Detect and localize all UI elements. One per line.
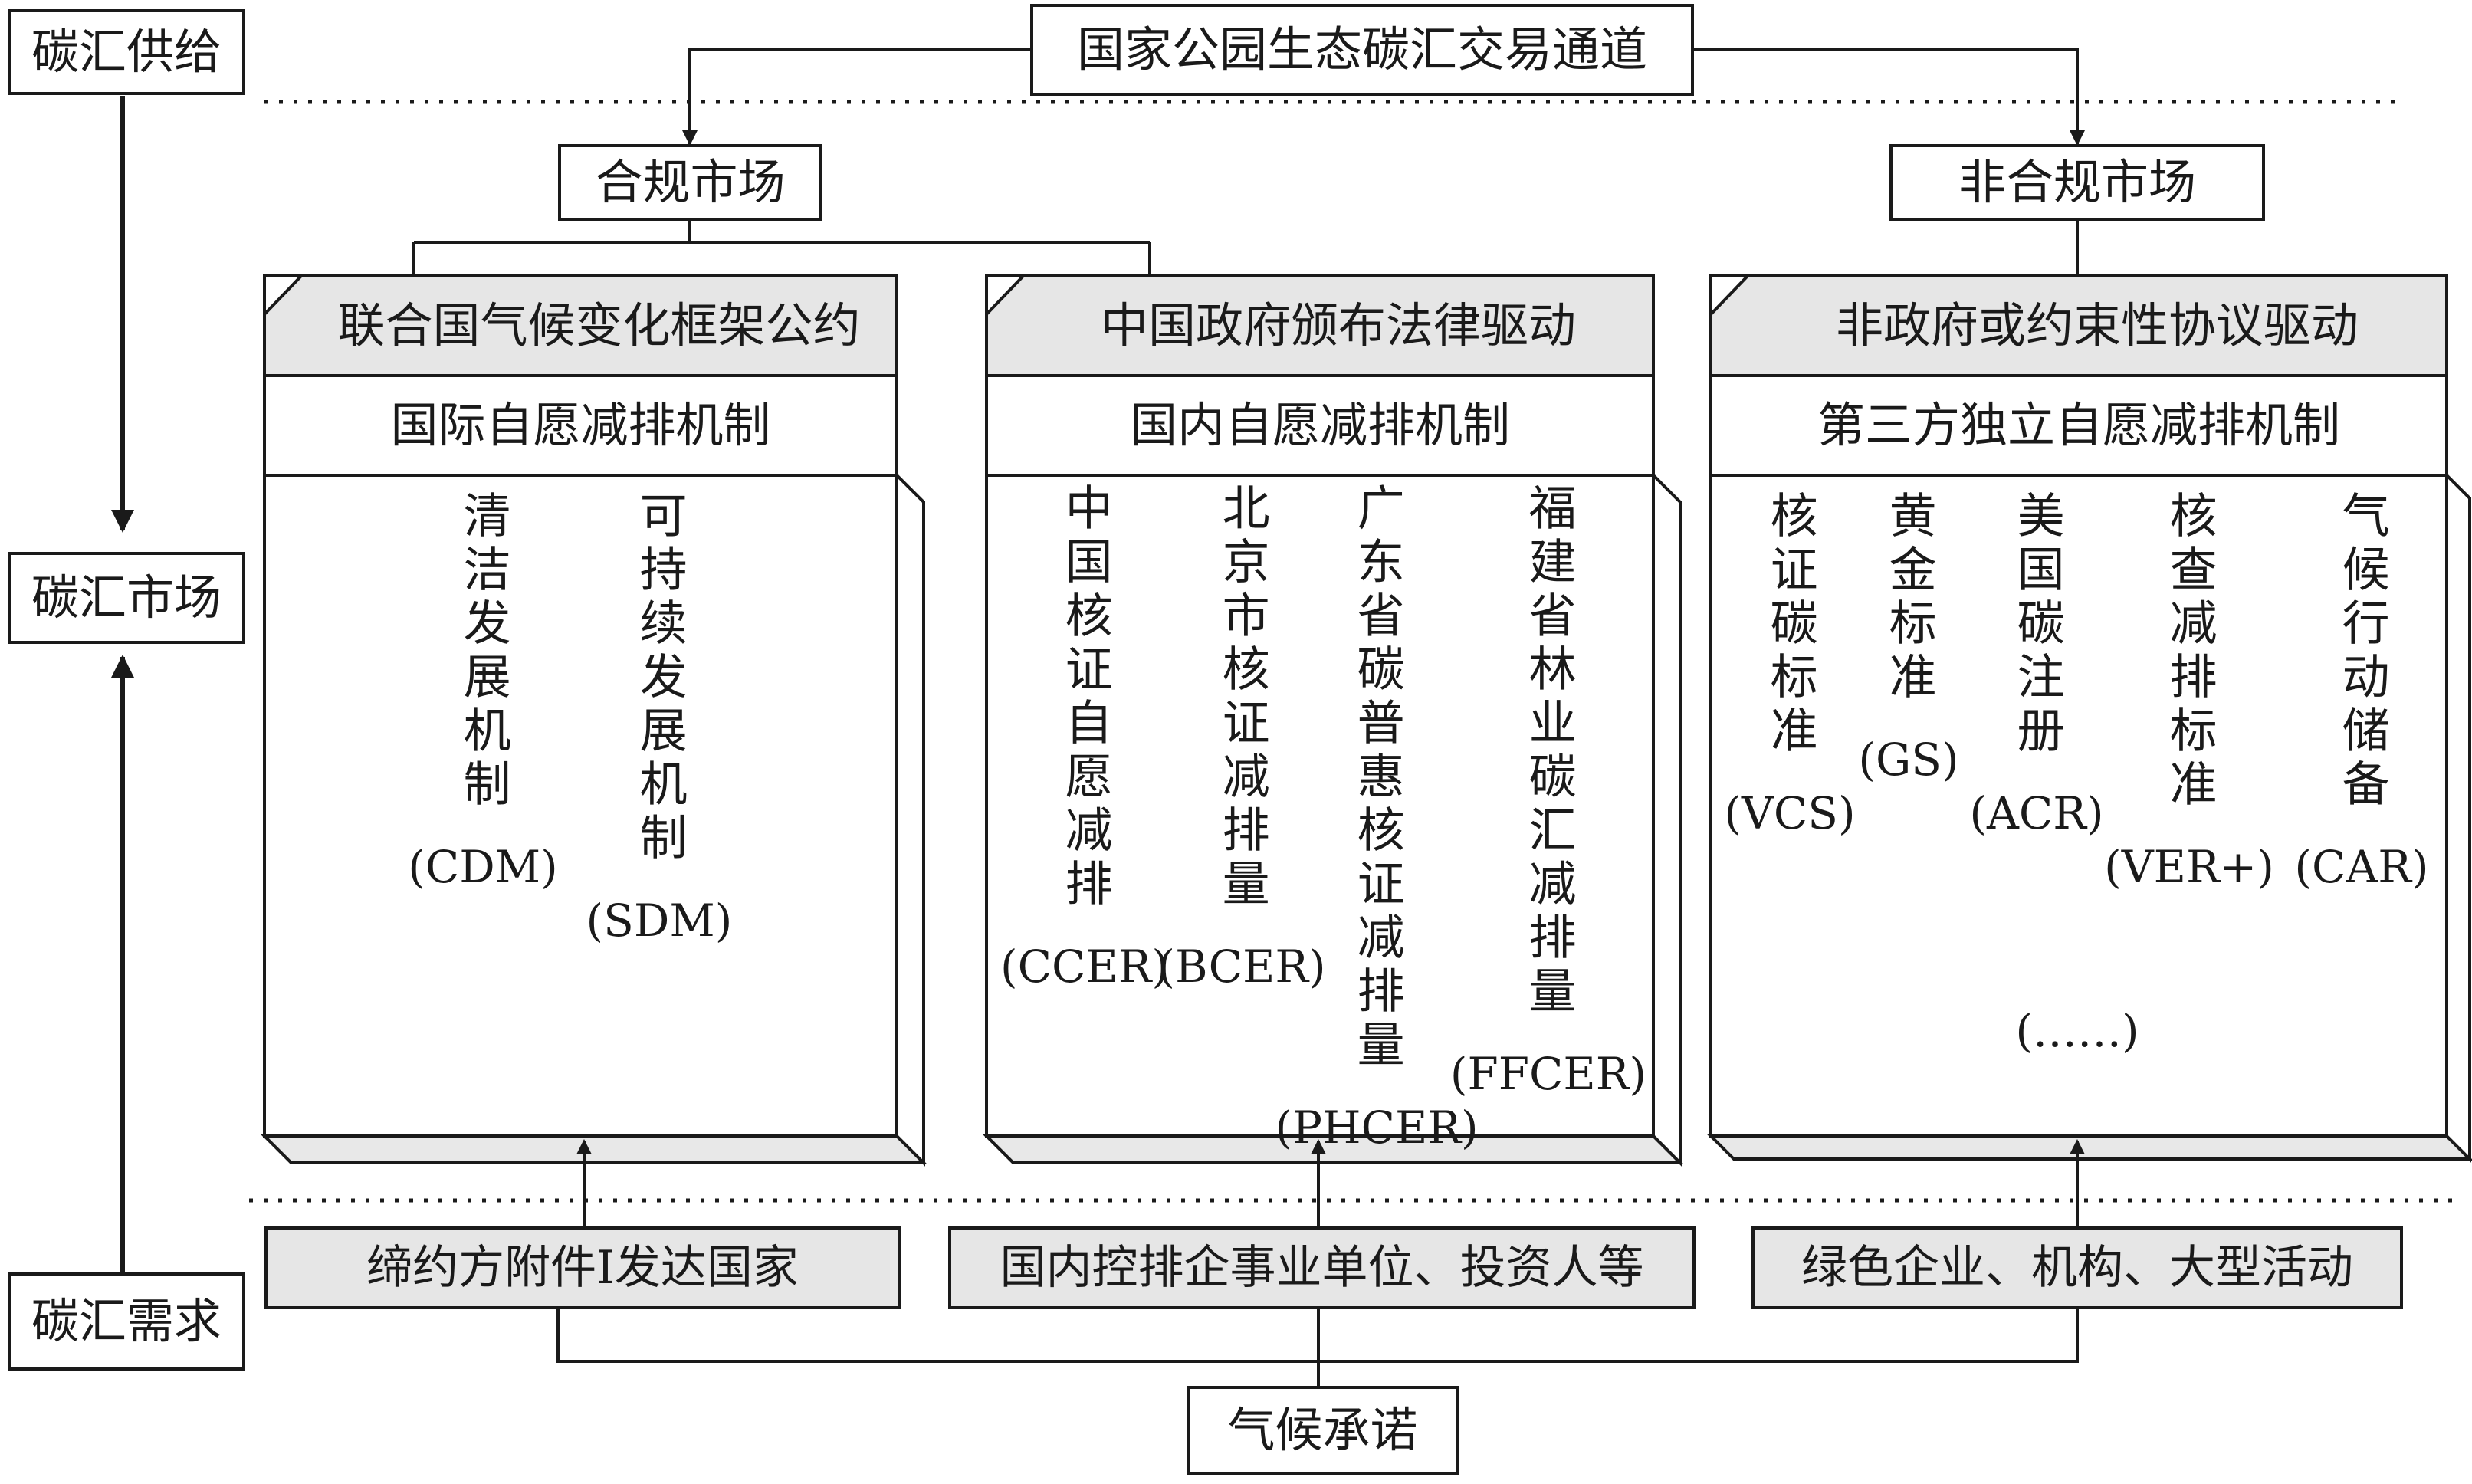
noncompliance-market-label: 非合规市场 [1958, 154, 2196, 210]
cdm-name: 清洁发展机制 [455, 491, 511, 813]
channel-to-compliance-arrow [682, 48, 1030, 146]
panel-2-item-ffcer: 福建省林业碳汇减排量 (FFCER) [1433, 483, 1663, 1101]
panel-1-item-cdm: 清洁发展机制 (CDM) [368, 491, 598, 894]
gs-abbr: (GS) [1858, 734, 1959, 786]
demand-box-green-enterprises: 绿色企业、机构、大型活动 [1751, 1226, 2403, 1309]
panel-3-header: 非政府或约束性协议驱动 [1835, 297, 2359, 353]
panel-2-subheader: 国内自愿减排机制 [1129, 397, 1510, 453]
panel-2-shape [983, 274, 1684, 1167]
climate-commitment-box: 气候承诺 [1187, 1386, 1459, 1475]
cdm-abbr: (CDM) [408, 841, 558, 894]
panel-3-item-acr: 美国碳注册 (ACR) [1925, 491, 2148, 840]
vcs-abbr: (VCS) [1724, 787, 1856, 840]
panel-3-item-vcs: 核证碳标准 (VCS) [1679, 491, 1901, 840]
noncompliance-market-box: 非合规市场 [1889, 144, 2265, 221]
compliance-market-box: 合规市场 [558, 144, 822, 221]
ccer-name: 中国核证自愿减排 [1056, 483, 1113, 912]
panel-3-shape [1707, 274, 2472, 1163]
demand-label: 碳汇需求 [31, 1293, 222, 1349]
panel-1-subheader: 国际自愿减排机制 [390, 397, 771, 453]
trading-channel-box: 国家公园生态碳汇交易通道 [1030, 4, 1694, 96]
climate-commitment-label: 气候承诺 [1227, 1402, 1418, 1458]
acr-abbr: (ACR) [1969, 787, 2104, 840]
demand-label-domestic-entities: 国内控排企事业单位、投资人等 [1000, 1241, 1644, 1295]
panel-3-more: (……) [2015, 1005, 2139, 1057]
panel-1-header: 联合国气候变化框架公约 [337, 297, 861, 353]
demand-label-green-enterprises: 绿色企业、机构、大型活动 [1801, 1241, 2353, 1295]
ver-abbr: (VER+) [2104, 841, 2274, 894]
car-abbr: (CAR) [2294, 841, 2429, 894]
panel-3-subheader: 第三方独立自愿减排机制 [1817, 397, 2340, 453]
compliance-market-label: 合规市场 [595, 154, 786, 210]
supply-label: 碳汇供给 [31, 24, 222, 80]
panel-3-item-gs: 黄金标准 (GS) [1797, 491, 2020, 786]
ver-name: 核查减排标准 [2161, 491, 2218, 813]
panel-2-item-phcer: 广东省碳普惠核证减排量 (PHCER) [1262, 483, 1492, 1154]
ffcer-name: 福建省林业碳汇减排量 [1520, 483, 1577, 1019]
bcer-abbr: (BCER) [1157, 941, 1326, 993]
sdm-name: 可持续发展机制 [631, 491, 688, 866]
panel-2-item-bcer: 北京市核证减排量 (BCER) [1127, 483, 1357, 993]
sdm-abbr: (SDM) [586, 895, 733, 947]
vcs-name: 核证碳标准 [1761, 491, 1818, 759]
ffcer-abbr: (FFCER) [1449, 1048, 1647, 1101]
demand-label-developed-countries: 缔约方附件Ⅰ发达国家 [366, 1241, 799, 1295]
market-label: 碳汇市场 [31, 570, 222, 625]
gs-name: 黄金标准 [1880, 491, 1937, 705]
panel-2-header: 中国政府颁布法律驱动 [1100, 297, 1576, 353]
phcer-abbr: (PHCER) [1275, 1102, 1479, 1154]
panel-1-shape [261, 274, 927, 1167]
panel-3-item-ver: 核查减排标准 (VER+) [2078, 491, 2300, 894]
acr-name: 美国碳注册 [2008, 491, 2065, 759]
panel-3-item-car: 气候行动储备 (CAR) [2250, 491, 2472, 894]
ccer-abbr: (CCER) [1000, 941, 1170, 993]
demand-box-domestic-entities: 国内控排企事业单位、投资人等 [948, 1226, 1696, 1309]
bcer-name: 北京市核证减排量 [1213, 483, 1270, 912]
channel-to-noncompliance-arrow [1694, 48, 2085, 146]
panel-1-item-sdm: 可持续发展机制 (SDM) [544, 491, 774, 947]
demand-box-developed-countries: 缔约方附件Ⅰ发达国家 [264, 1226, 901, 1309]
trading-channel-label: 国家公园生态碳汇交易通道 [1076, 21, 1647, 77]
supply-box: 碳汇供给 [8, 9, 245, 95]
car-name: 气候行动储备 [2333, 491, 2390, 813]
market-box: 碳汇市场 [8, 552, 245, 644]
phcer-name: 广东省碳普惠核证减排量 [1348, 483, 1405, 1073]
panel-2-item-ccer: 中国核证自愿减排 (CCER) [970, 483, 1200, 993]
demand-box: 碳汇需求 [8, 1272, 245, 1371]
